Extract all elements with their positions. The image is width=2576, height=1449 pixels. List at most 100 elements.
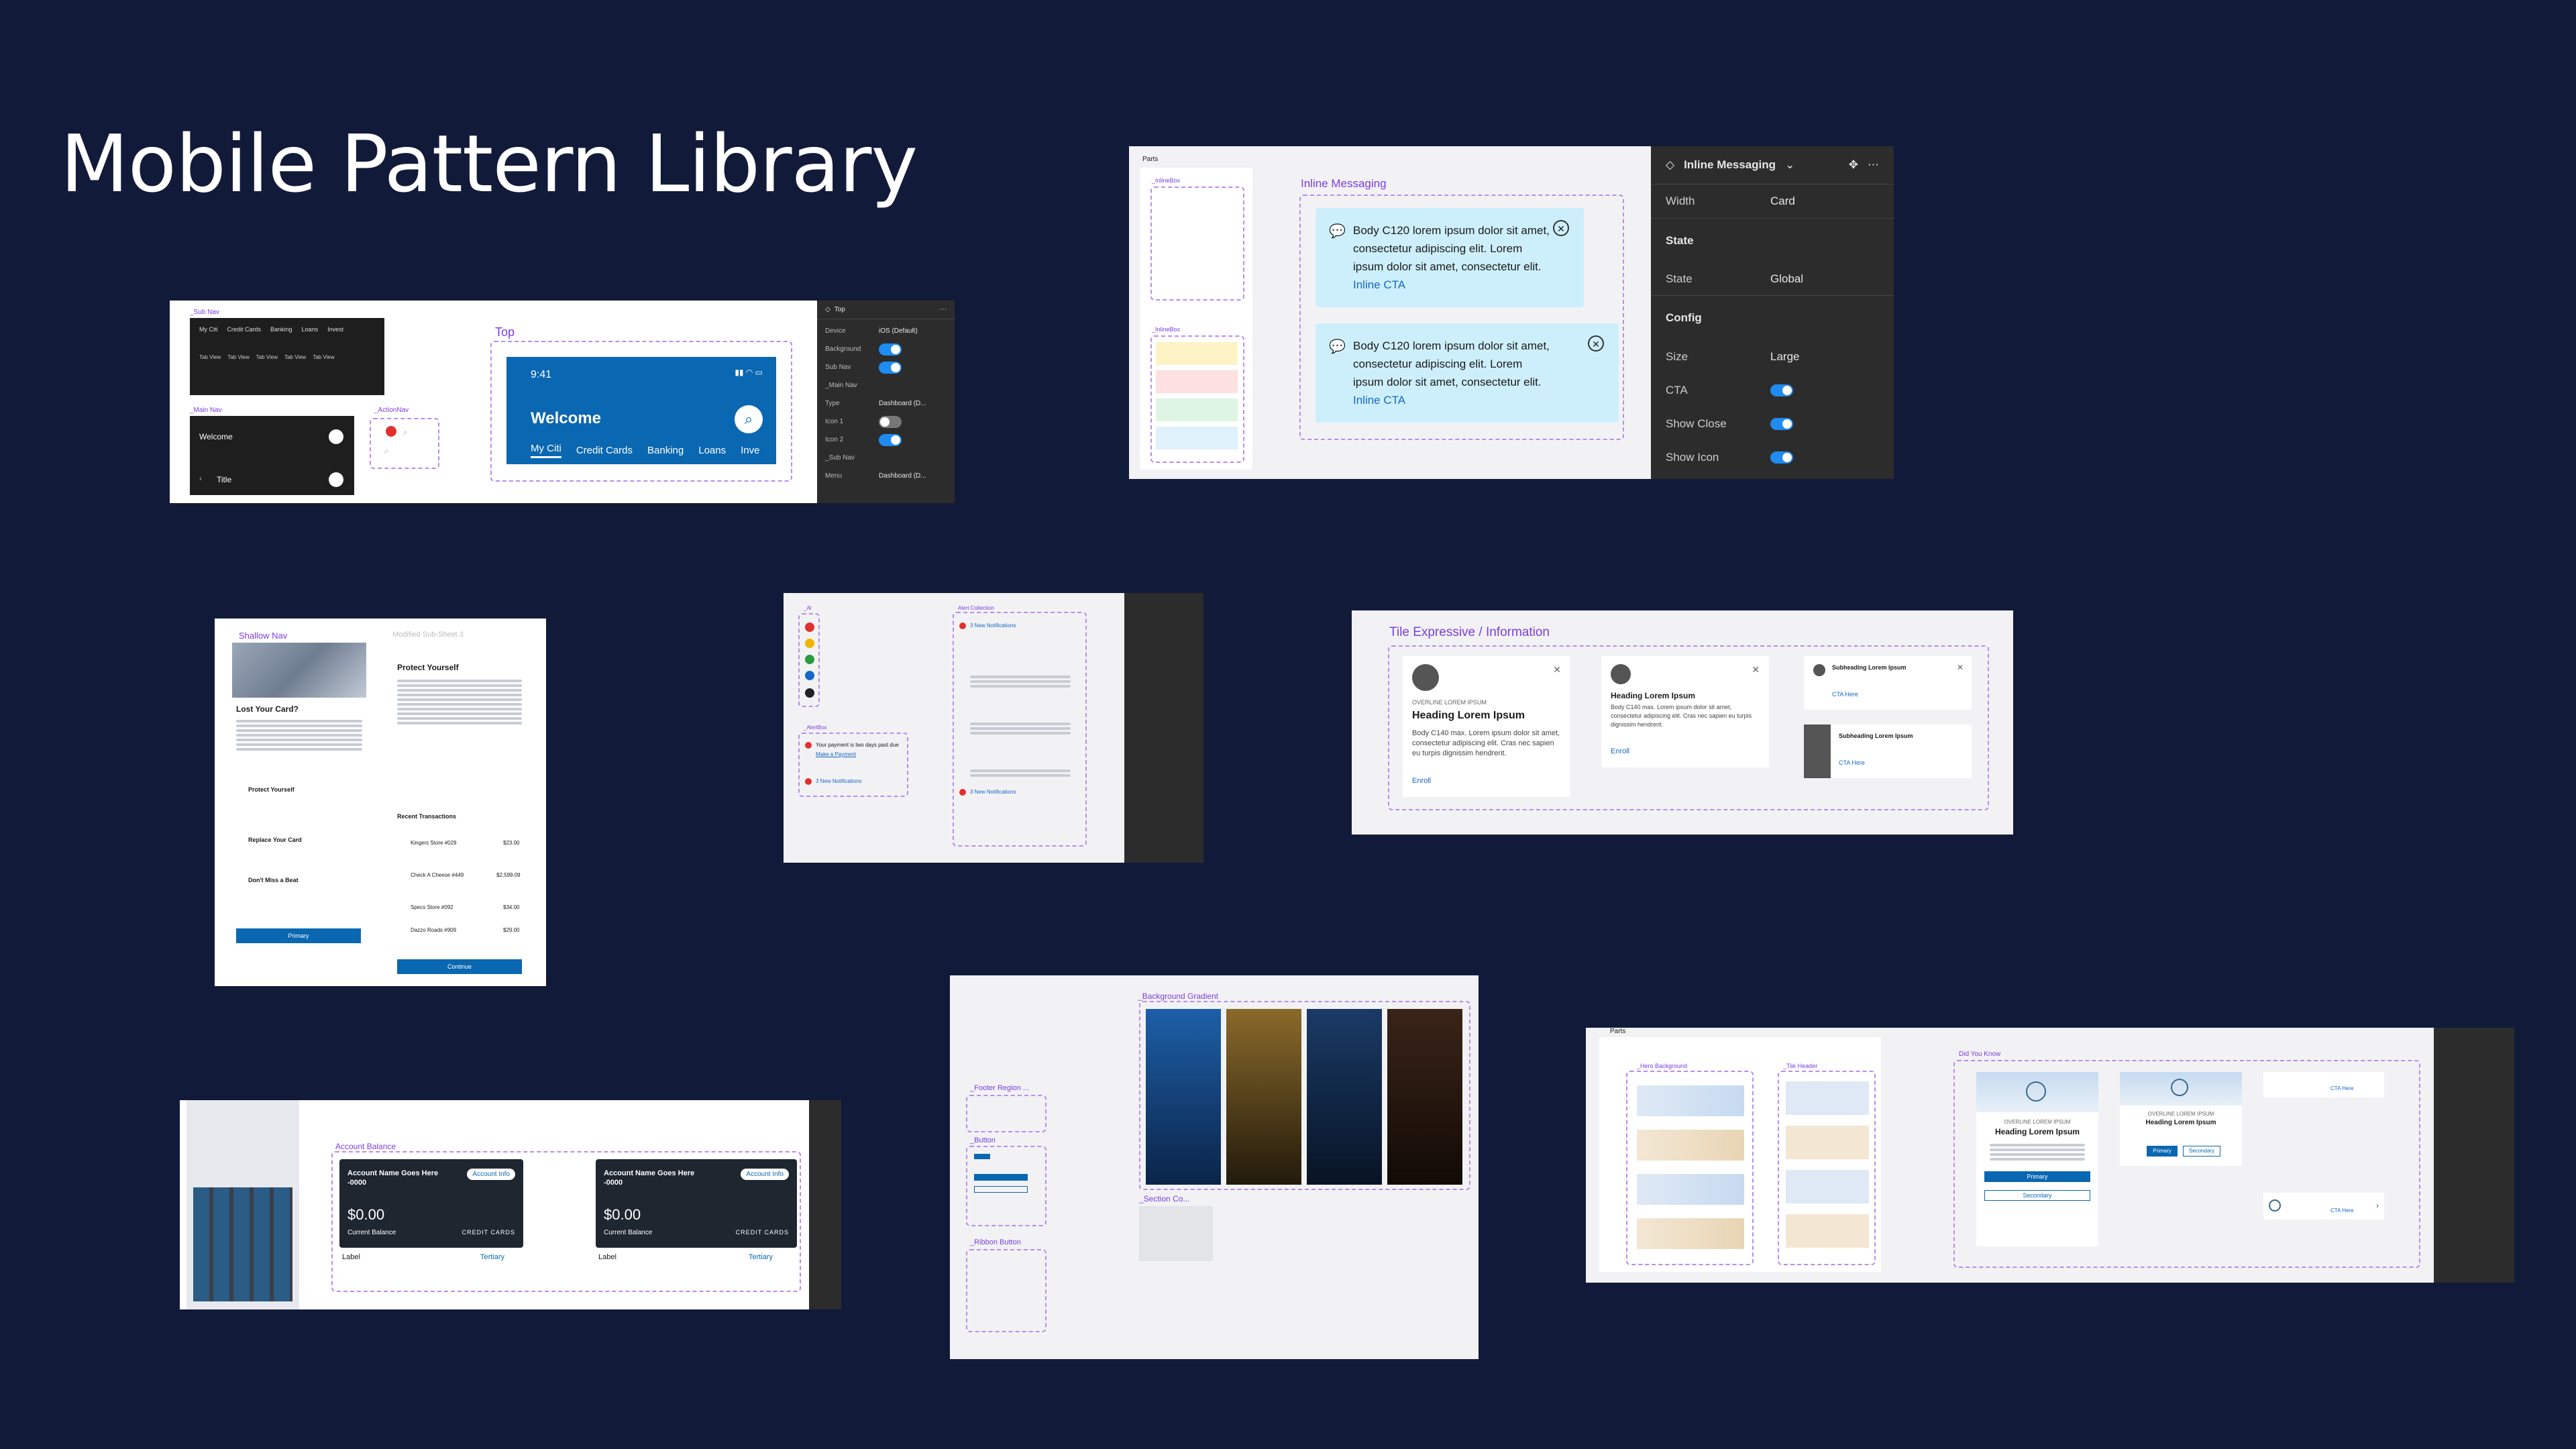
background-toggle[interactable] bbox=[879, 343, 902, 356]
primary-button[interactable]: Primary bbox=[1984, 1171, 2090, 1182]
phone-tab-loans[interactable]: Loans bbox=[698, 445, 727, 456]
menu-icon[interactable] bbox=[329, 472, 343, 487]
more-icon[interactable]: ⋯ bbox=[940, 306, 947, 313]
status-icons: ▮▮ ◠ ▭ bbox=[735, 368, 763, 377]
close-icon[interactable]: ✕ bbox=[1956, 663, 1964, 672]
close-icon[interactable]: ✕ bbox=[1752, 664, 1760, 675]
chevron-right-icon[interactable]: › bbox=[2376, 1201, 2379, 1210]
cta-here-link[interactable]: CTA Here bbox=[1832, 691, 1858, 698]
main-nav-welcome: Welcome bbox=[199, 432, 233, 441]
state-select[interactable]: Global bbox=[1770, 272, 1804, 285]
recent-transactions-label: Recent Transactions bbox=[397, 813, 457, 820]
heading: Heading Lorem Ipsum bbox=[2145, 1119, 2216, 1126]
account-balance-label: Account Balance bbox=[335, 1142, 396, 1151]
parts-label: Parts bbox=[1610, 1028, 1626, 1035]
tab-view[interactable]: Tab View bbox=[256, 354, 278, 360]
phone-tab-cards[interactable]: Credit Cards bbox=[576, 445, 633, 456]
phone-tab-mycity[interactable]: My Citi bbox=[531, 443, 561, 458]
icon2-toggle[interactable] bbox=[879, 433, 902, 446]
tab-view[interactable]: Tab View bbox=[284, 354, 307, 360]
tertiary-link[interactable]: Tertiary bbox=[749, 1253, 773, 1261]
icon1-toggle[interactable] bbox=[879, 415, 902, 428]
tab-view[interactable]: Tab View bbox=[227, 354, 250, 360]
size-select[interactable]: Large bbox=[1770, 350, 1800, 363]
alert-properties-panel bbox=[1124, 593, 1203, 863]
enroll-link[interactable]: Enroll bbox=[1611, 747, 1630, 755]
secondary-button[interactable]: Secondary bbox=[1984, 1190, 2090, 1201]
message-body: Body C120 lorem ipsum dolor sit amet, co… bbox=[1353, 224, 1550, 273]
inline-parts-list: _InlineBox _InlineBox bbox=[1140, 168, 1252, 470]
account-name: Account Name Goes Here -0000 bbox=[347, 1169, 439, 1187]
menu-select[interactable]: Dashboard (D... bbox=[879, 472, 926, 480]
account-amount: $0.00 bbox=[604, 1206, 641, 1223]
notification-icon[interactable] bbox=[386, 426, 396, 437]
main-nav-title: Title bbox=[217, 475, 232, 484]
prop-label: Icon 2 bbox=[825, 436, 844, 443]
tile-header-label: _Tile Header bbox=[1783, 1063, 1818, 1069]
sub-nav-tab-invest[interactable]: Invest bbox=[327, 326, 344, 333]
config-heading: Config bbox=[1651, 295, 1894, 340]
width-label: Width bbox=[1666, 195, 1695, 207]
prop-label: _Main Nav bbox=[825, 382, 857, 389]
close-icon[interactable]: ✕ bbox=[1588, 335, 1604, 352]
inline-box-label: _InlineBox bbox=[1152, 177, 1181, 184]
cta-here-link[interactable]: CTA Here bbox=[1839, 759, 1865, 766]
show-close-toggle[interactable] bbox=[1770, 418, 1793, 430]
tertiary-link[interactable]: Tertiary bbox=[480, 1253, 505, 1261]
alert-row[interactable]: 3 New Notifications bbox=[970, 789, 1016, 795]
more-icon[interactable]: ⋯ bbox=[1868, 158, 1879, 171]
tile-icon bbox=[1412, 664, 1439, 691]
phone-tab-invest[interactable]: Inve bbox=[741, 445, 760, 456]
show-close-label: Show Close bbox=[1666, 417, 1727, 430]
tab-view[interactable]: Tab View bbox=[199, 354, 221, 360]
sub-nav-tab-banking[interactable]: Banking bbox=[270, 326, 292, 333]
tab-view[interactable]: Tab View bbox=[313, 354, 335, 360]
back-chevron-icon[interactable]: ‹ bbox=[199, 474, 202, 483]
type-select[interactable]: Dashboard (D... bbox=[879, 400, 926, 407]
account-balance-frame: Account Name Goes Here -0000 Account Inf… bbox=[331, 1151, 801, 1292]
sub-nav-tab-mycity[interactable]: My Citi bbox=[199, 326, 218, 333]
show-icon-toggle[interactable] bbox=[1770, 451, 1793, 464]
account-info-button[interactable]: Account Info bbox=[741, 1169, 789, 1180]
search-icon[interactable]: ⌕ bbox=[735, 405, 763, 433]
sub-nav-toggle[interactable] bbox=[879, 361, 902, 374]
search-icon[interactable]: ⌕ bbox=[384, 446, 389, 455]
overline: OVERLINE LOREM IPSUM bbox=[2147, 1111, 2214, 1117]
cta-toggle[interactable] bbox=[1770, 384, 1793, 396]
phone-tab-banking[interactable]: Banking bbox=[647, 445, 684, 456]
cta-here-link[interactable]: CTA Here bbox=[2330, 1085, 2354, 1091]
alert-row[interactable]: 3 New Notifications bbox=[816, 778, 862, 784]
primary-button[interactable]: Primary bbox=[236, 928, 361, 943]
cta-here-link[interactable]: CTA Here bbox=[2330, 1208, 2354, 1214]
button-frame bbox=[966, 1146, 1046, 1226]
primary-button[interactable]: Primary bbox=[2147, 1146, 2178, 1157]
secondary-button[interactable]: Secondary bbox=[2183, 1146, 2220, 1157]
make-payment-link[interactable]: Make a Payment bbox=[816, 751, 857, 757]
device-select[interactable]: iOS (Default) bbox=[879, 327, 918, 335]
chevron-down-icon[interactable]: ⌄ bbox=[1785, 158, 1795, 171]
section-preview bbox=[1139, 1206, 1213, 1261]
close-icon[interactable]: ✕ bbox=[1553, 664, 1561, 675]
inline-cta-link[interactable]: Inline CTA bbox=[1353, 394, 1406, 407]
width-select[interactable]: Card bbox=[1770, 195, 1795, 207]
inline-cta-link[interactable]: Inline CTA bbox=[1353, 278, 1406, 291]
search-icon[interactable] bbox=[329, 429, 343, 444]
continue-button[interactable]: Continue bbox=[397, 959, 522, 974]
shallow-nav-card: Shallow Nav Modified Sub-Sheet 3 Lost Yo… bbox=[215, 619, 546, 986]
account-info-button[interactable]: Account Info bbox=[467, 1169, 515, 1180]
sub-nav-preview: My Citi Credit Cards Banking Loans Inves… bbox=[190, 318, 384, 395]
close-icon[interactable]: ✕ bbox=[1553, 220, 1569, 236]
search-icon[interactable]: ⌕ bbox=[403, 427, 408, 437]
component-target-icon[interactable]: ✥ bbox=[1848, 158, 1858, 171]
alert-card: _Al _AlertBox Your payment is two days p… bbox=[784, 593, 1203, 863]
main-nav-label: _Main Nav bbox=[190, 407, 222, 414]
sub-nav-tab-loans[interactable]: Loans bbox=[301, 326, 319, 333]
alert-row[interactable]: 3 New Notifications bbox=[970, 623, 1016, 629]
enroll-link[interactable]: Enroll bbox=[1412, 777, 1432, 785]
did-you-know-frame: OVERLINE LOREM IPSUM Heading Lorem Ipsum… bbox=[1953, 1060, 2420, 1268]
main-nav-preview: Welcome Title ‹ bbox=[190, 416, 354, 495]
gradient-label: _Background Gradient bbox=[1138, 991, 1219, 1001]
sub-nav-tab-cards[interactable]: Credit Cards bbox=[227, 326, 262, 333]
account-name: Account Name Goes Here -0000 bbox=[604, 1169, 695, 1187]
